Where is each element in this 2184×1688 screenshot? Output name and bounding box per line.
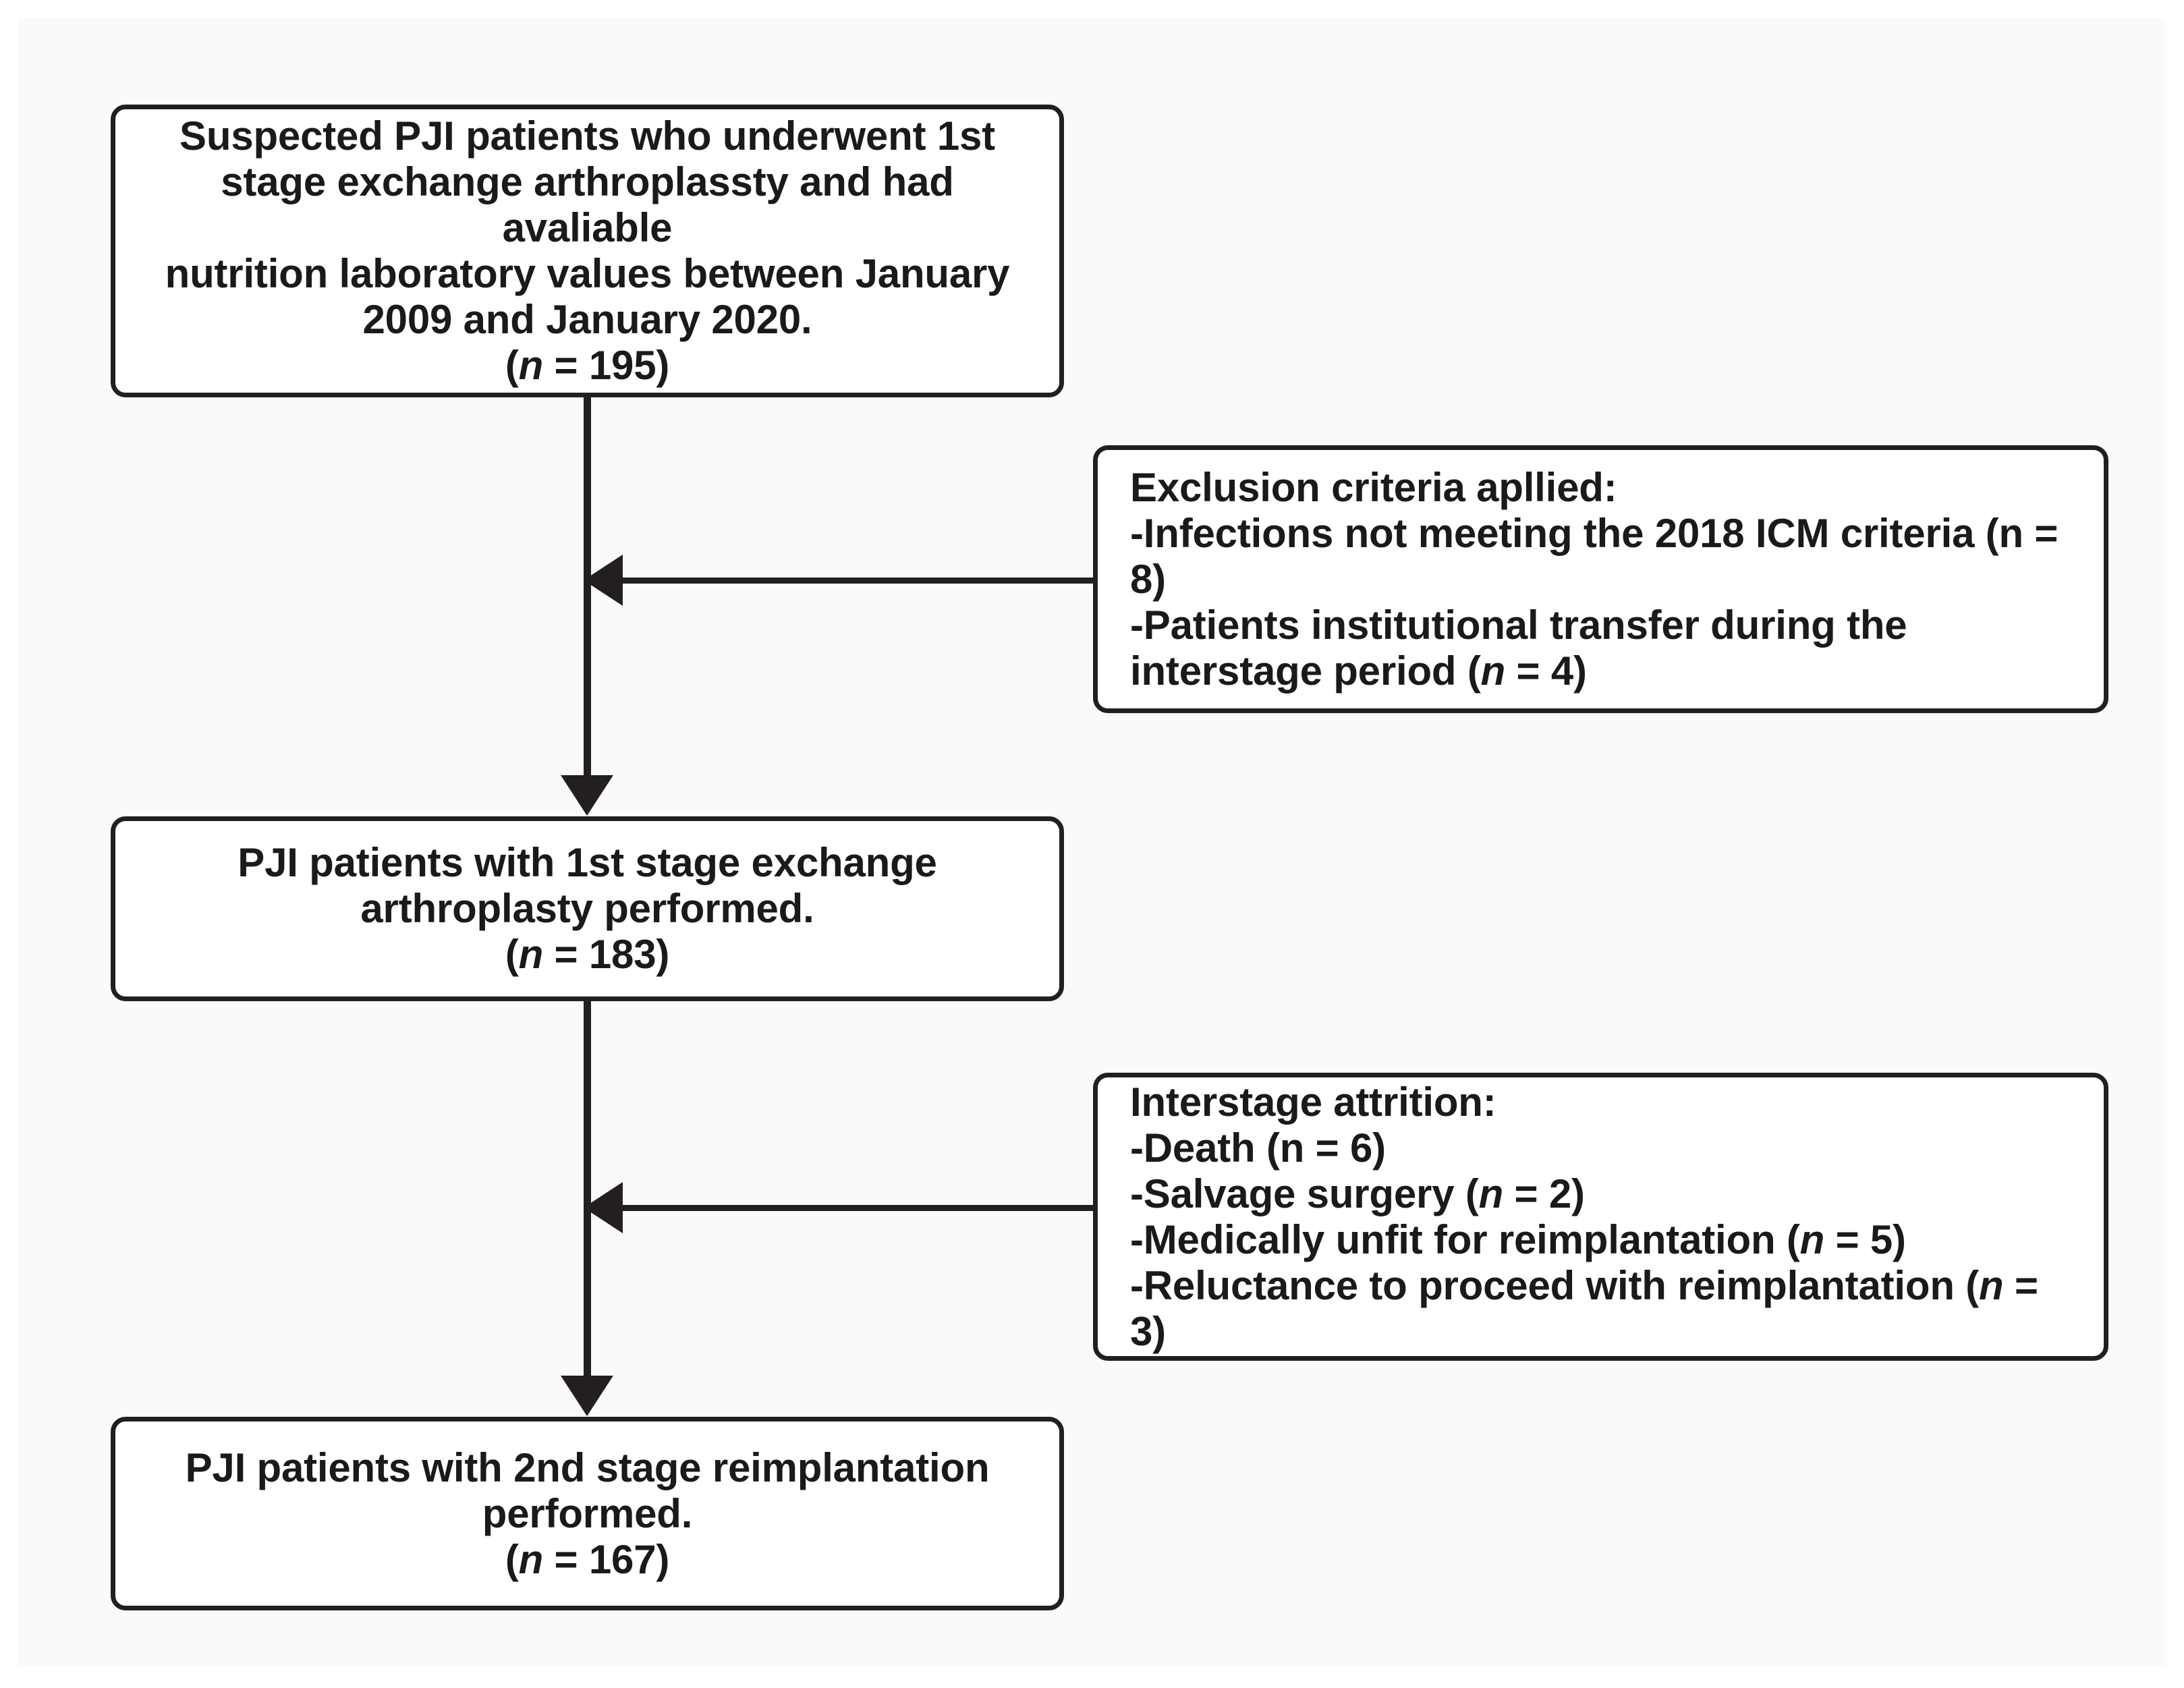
arrow-left-icon-attrition bbox=[584, 1182, 623, 1233]
attrition-item-3-pre: -Medically unfit for reimplantation ( bbox=[1130, 1216, 1800, 1262]
exclusion-heading: Exclusion criteria apllied: bbox=[1130, 464, 1617, 510]
second-stage-count-value: = 167) bbox=[543, 1536, 670, 1582]
arrow-down-icon-second-stage bbox=[561, 1376, 613, 1416]
enrolled-line-2: stage exchange arthroplassty and had ava… bbox=[221, 159, 954, 250]
attrition-item-2: -Salvage surgery (n = 2) bbox=[1130, 1171, 2071, 1217]
attrition-item-4-post: = 3) bbox=[1130, 1262, 2038, 1354]
attrition-item-1: -Death (n = 6) bbox=[1130, 1125, 1386, 1171]
flowchart-canvas: Suspected PJI patients who underwent 1st… bbox=[18, 18, 2164, 1666]
second-stage-line-1: PJI patients with 2nd stage reimplantati… bbox=[185, 1444, 990, 1490]
box-second-stage-text: PJI patients with 2nd stage reimplantati… bbox=[115, 1445, 1059, 1583]
connector-line-exclusion bbox=[587, 578, 1093, 584]
arrow-down-icon-first-stage bbox=[561, 775, 613, 816]
exclusion-item-2: -Patients institutional transfer during … bbox=[1130, 602, 2071, 694]
arrow-left-icon-exclusion bbox=[584, 555, 623, 606]
first-stage-line-1: PJI patients with 1st stage exchange bbox=[237, 840, 937, 885]
second-stage-count-n: n bbox=[518, 1536, 544, 1582]
box-second-stage-reimplantation: PJI patients with 2nd stage reimplantati… bbox=[111, 1417, 1064, 1610]
attrition-item-4: -Reluctance to proceed with reimplantati… bbox=[1130, 1263, 2071, 1355]
attrition-heading: Interstage attrition: bbox=[1130, 1079, 1496, 1125]
first-stage-count-n: n bbox=[518, 932, 544, 977]
first-stage-line-2: arthroplasty performed. bbox=[360, 886, 814, 931]
attrition-item-4-pre: -Reluctance to proceed with reimplantati… bbox=[1130, 1262, 1980, 1308]
attrition-item-3-post: = 5) bbox=[1824, 1216, 1906, 1262]
first-stage-count: (n = 183) bbox=[142, 932, 1032, 978]
enrolled-count-value: = 195) bbox=[543, 343, 670, 388]
second-stage-count: (n = 167) bbox=[142, 1537, 1032, 1583]
enrolled-line-4: 2009 and January 2020. bbox=[362, 297, 812, 342]
box-first-stage-text: PJI patients with 1st stage exchange art… bbox=[115, 840, 1059, 978]
box-enrolled-cohort: Suspected PJI patients who underwent 1st… bbox=[111, 105, 1064, 397]
second-stage-line-2: performed. bbox=[482, 1490, 693, 1536]
attrition-item-2-n: n bbox=[1478, 1171, 1504, 1216]
box-exclusion-criteria: Exclusion criteria apllied: -Infections … bbox=[1093, 445, 2108, 713]
box-attrition-text: Interstage attrition: -Death (n = 6) -Sa… bbox=[1098, 1079, 2104, 1355]
attrition-item-3-n: n bbox=[1799, 1216, 1825, 1262]
box-exclusion-text: Exclusion criteria apllied: -Infections … bbox=[1098, 465, 2104, 694]
first-stage-count-value: = 183) bbox=[543, 932, 670, 977]
box-first-stage-exchange: PJI patients with 1st stage exchange art… bbox=[111, 816, 1064, 1001]
enrolled-count: (n = 195) bbox=[142, 343, 1032, 389]
box-interstage-attrition: Interstage attrition: -Death (n = 6) -Sa… bbox=[1093, 1073, 2108, 1361]
exclusion-item-2-post: = 4) bbox=[1505, 648, 1587, 694]
exclusion-item-1: -Infections not meeting the 2018 ICM cri… bbox=[1130, 510, 2059, 602]
attrition-item-4-n: n bbox=[1979, 1262, 2004, 1308]
attrition-item-2-pre: -Salvage surgery ( bbox=[1130, 1171, 1479, 1216]
second-stage-count-open: ( bbox=[505, 1536, 519, 1582]
first-stage-count-open: ( bbox=[505, 932, 519, 977]
attrition-item-3: -Medically unfit for reimplantation (n =… bbox=[1130, 1217, 2071, 1263]
exclusion-item-2-pre: -Patients institutional transfer during … bbox=[1130, 602, 1907, 694]
exclusion-item-2-n: n bbox=[1480, 648, 1506, 694]
enrolled-line-3: nutrition laboratory values between Janu… bbox=[165, 251, 1010, 296]
enrolled-count-n: n bbox=[518, 343, 544, 388]
connector-line-attrition bbox=[587, 1205, 1093, 1211]
enrolled-count-open: ( bbox=[505, 343, 519, 388]
enrolled-line-1: Suspected PJI patients who underwent 1st bbox=[179, 113, 995, 159]
attrition-item-2-post: = 2) bbox=[1503, 1171, 1585, 1216]
box-enrolled-text: Suspected PJI patients who underwent 1st… bbox=[115, 113, 1059, 389]
